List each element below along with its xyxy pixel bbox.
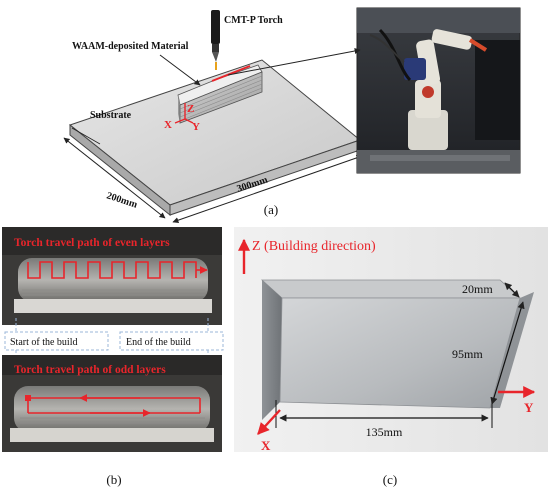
axis-y-label-c: Y <box>524 400 534 415</box>
thickness-dimension <box>504 282 520 298</box>
deposited-block <box>177 64 263 124</box>
torch-label: CMT-P Torch <box>224 15 283 26</box>
end-label: End of the build <box>126 337 191 348</box>
thickness-label: 20mm <box>462 282 493 296</box>
axis-x-label: X <box>164 119 172 131</box>
material-pointer <box>159 54 201 86</box>
panel-c: Z (Building direction) 20mm 95mm 135mm X… <box>234 227 548 487</box>
panel-a: CMT-P Torch WAAM-deposited Material Subs… <box>63 7 521 224</box>
height-label: 95mm <box>452 347 483 361</box>
material-label: WAAM-deposited Material <box>72 41 189 52</box>
axis-triad-a <box>174 103 194 124</box>
z-label: Z (Building direction) <box>252 239 376 254</box>
odd-layer-photo <box>2 355 222 452</box>
x-arrow <box>257 409 281 435</box>
axis-x-label-c: X <box>261 438 271 453</box>
even-path <box>27 261 197 279</box>
axis-y-label: Y <box>192 121 200 133</box>
axis-z-label: Z <box>187 103 194 115</box>
panel-c-label: (c) <box>383 472 397 487</box>
even-caption: Torch travel path of even layers <box>14 237 170 249</box>
even-layer-photo <box>2 227 222 325</box>
panel-b: Torch travel path of even layers Start o… <box>2 227 224 487</box>
start-label: Start of the build <box>10 337 78 348</box>
length-label-c: 135mm <box>366 425 403 439</box>
photo-pointer <box>227 48 361 76</box>
robot-photo <box>356 7 521 174</box>
substrate-label: Substrate <box>90 110 132 121</box>
length-dimension <box>172 154 363 224</box>
panel-b-label: (b) <box>106 472 121 487</box>
width-dimension <box>63 137 166 219</box>
height-dimension <box>490 301 525 405</box>
torch-icon <box>211 10 220 70</box>
odd-caption: Torch travel path of odd layers <box>14 364 166 376</box>
panel-a-label: (a) <box>264 202 278 217</box>
